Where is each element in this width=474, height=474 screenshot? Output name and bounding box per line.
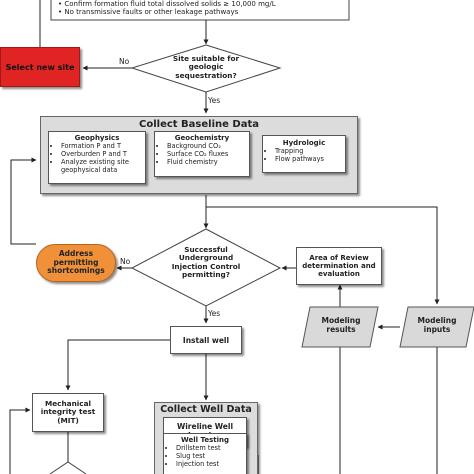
well-testing-item: Injection test bbox=[176, 460, 243, 469]
geophysics-title: Geophysics bbox=[74, 134, 120, 142]
no-label-2: No bbox=[120, 257, 131, 266]
geochemistry-item: Background CO₂ bbox=[167, 142, 246, 151]
hydrologic-title: Hydrologic bbox=[282, 139, 326, 147]
well-testing-item: Drillstem test bbox=[176, 444, 243, 453]
area-of-review-label: Area of Review determination and evaluat… bbox=[302, 253, 376, 279]
hydrologic-box: Hydrologic Trapping Flow pathways bbox=[262, 135, 346, 173]
connector-left-loop bbox=[9, 407, 31, 474]
well-data-title: Collect Well Data bbox=[160, 404, 252, 415]
connector-address-baseline bbox=[10, 157, 37, 245]
modeling-inputs-label: Modeling inputs bbox=[417, 316, 457, 334]
area-of-review-box[interactable]: Area of Review determination and evaluat… bbox=[296, 247, 382, 285]
hydrologic-item: Flow pathways bbox=[275, 155, 342, 164]
connector-to-modeling-inputs bbox=[206, 206, 440, 305]
address-permitting-box[interactable]: Address permitting shortcomings bbox=[36, 244, 116, 282]
geochemistry-title: Geochemistry bbox=[174, 134, 230, 142]
mit-box[interactable]: Mechanical integrity test (MIT) bbox=[32, 393, 104, 432]
well-testing-item: Slug test bbox=[176, 452, 243, 461]
well-testing-box[interactable]: Well Testing Drillstem test Slug test In… bbox=[163, 433, 247, 474]
install-well-box[interactable]: Install well bbox=[170, 326, 242, 354]
site-decision-text: Site suitable for geologic sequestration… bbox=[172, 54, 240, 80]
install-well-label: Install well bbox=[182, 335, 230, 345]
yes-label-1: Yes bbox=[208, 96, 221, 105]
criteria-item: • No transmissive faults or other leakag… bbox=[58, 8, 239, 17]
connector-install-mit bbox=[65, 339, 170, 391]
well-testing-list: Drillstem test Slug test Injection test bbox=[167, 444, 243, 469]
baseline-title: Collect Baseline Data bbox=[139, 119, 259, 130]
geophysics-item: Analyze existing site geophysical data bbox=[61, 158, 142, 175]
uic-decision-text: Successful Underground Injection Control… bbox=[171, 245, 241, 280]
hydrologic-item: Trapping bbox=[275, 147, 342, 156]
mit-label: Mechanical integrity test (MIT) bbox=[40, 398, 96, 425]
select-new-site-label: Select new site bbox=[5, 62, 75, 72]
criteria-box-outline bbox=[50, 0, 350, 21]
modeling-results-label: Modeling results bbox=[321, 316, 361, 334]
no-label-1: No bbox=[119, 57, 130, 66]
modeling-inputs-shape bbox=[399, 306, 474, 348]
hydrologic-list: Trapping Flow pathways bbox=[266, 147, 342, 164]
geochemistry-box: Geochemistry Background CO₂ Surface CO₂ … bbox=[154, 131, 250, 177]
criteria-item: • Confirm formation fluid total dissolve… bbox=[58, 0, 276, 8]
criteria-list: • Confirm formation fluid total dissolve… bbox=[58, 0, 348, 17]
select-new-site-box[interactable]: Select new site bbox=[0, 47, 80, 87]
address-permitting-label: Address permitting shortcomings bbox=[47, 249, 105, 276]
geochemistry-list: Background CO₂ Surface CO₂ fluxes Fluid … bbox=[158, 142, 246, 167]
geophysics-item: Formation P and T bbox=[61, 142, 142, 151]
modeling-results-shape bbox=[301, 306, 379, 348]
geophysics-box: Geophysics Formation P and T Overburden … bbox=[48, 131, 146, 184]
next-decision-diamond-partial bbox=[49, 461, 87, 474]
geophysics-list: Formation P and T Overburden P and T Ana… bbox=[52, 142, 142, 175]
well-testing-title: Well Testing bbox=[181, 436, 229, 444]
geophysics-item: Overburden P and T bbox=[61, 150, 142, 159]
geochemistry-item: Surface CO₂ fluxes bbox=[167, 150, 246, 159]
geochemistry-item: Fluid chemistry bbox=[167, 158, 246, 167]
yes-label-2: Yes bbox=[208, 309, 221, 318]
